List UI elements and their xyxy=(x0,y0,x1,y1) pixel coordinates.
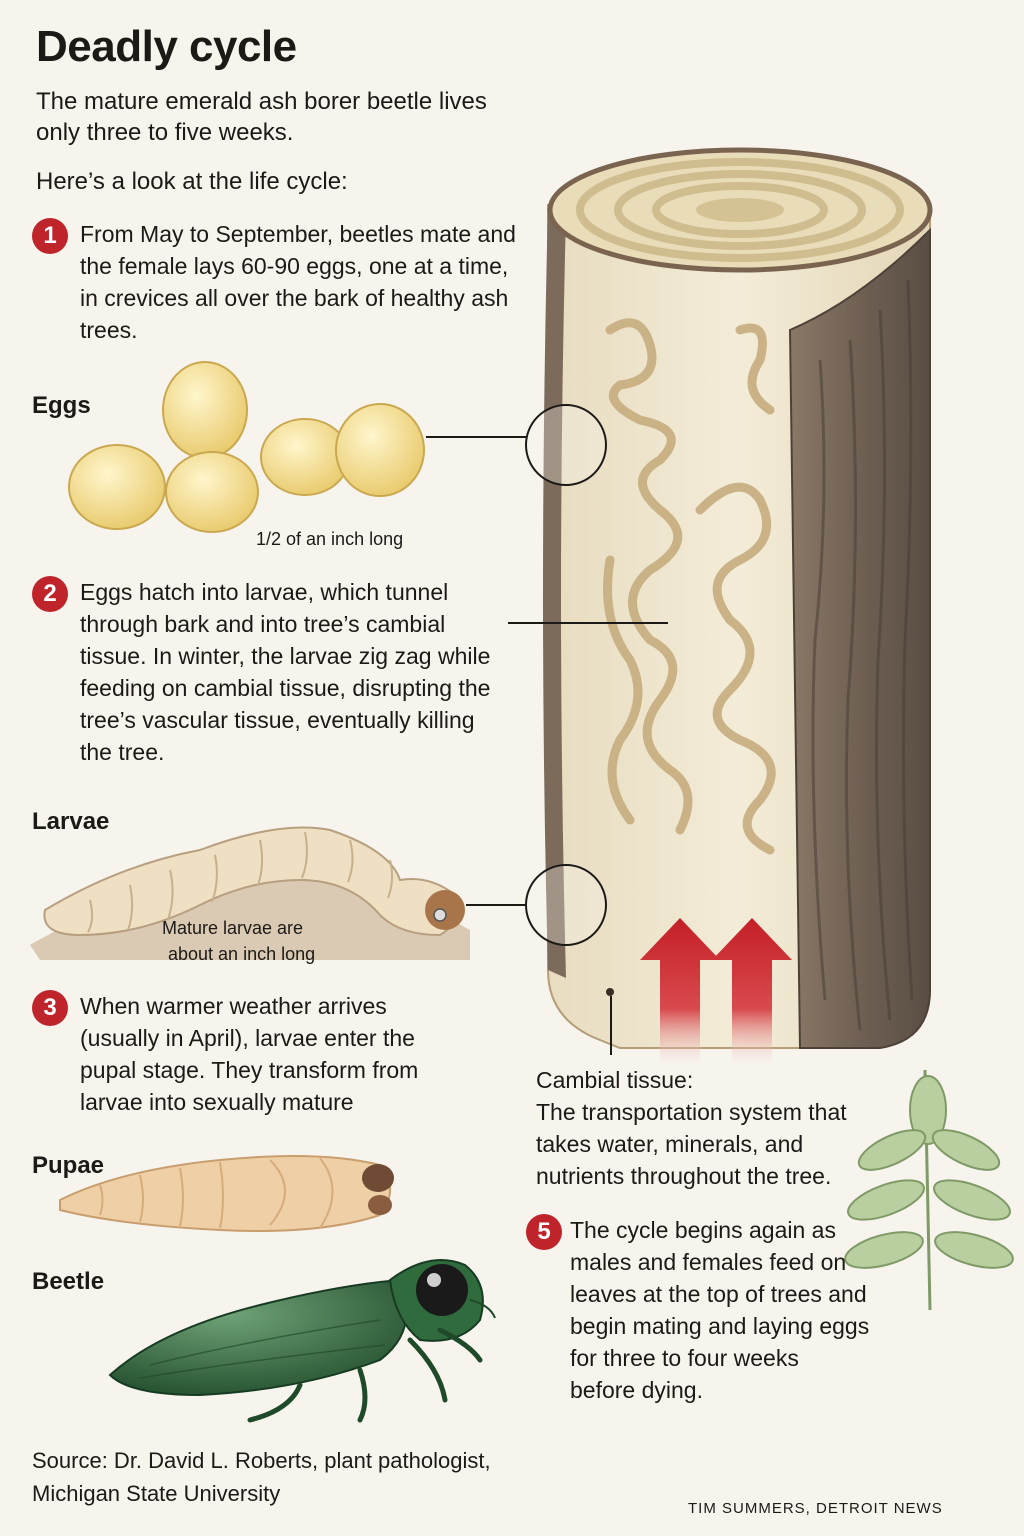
larva-illustration xyxy=(30,826,470,960)
step-3-text: When warmer weather arrives (usually in … xyxy=(80,993,419,1115)
step-3-number: 3 xyxy=(32,990,68,1026)
step-3: 3 When warmer weather arrives (usually i… xyxy=(32,990,470,1118)
cambial-heading: Cambial tissue: xyxy=(536,1067,694,1093)
pupae-label: Pupae xyxy=(32,1152,105,1179)
step-5: 5 The cycle begins again as males and fe… xyxy=(526,1214,870,1406)
source-line-2: Michigan State University xyxy=(32,1481,281,1506)
larvae-size-note-2: about an inch long xyxy=(168,944,316,964)
lead-text: Here’s a look at the life cycle: xyxy=(36,168,348,195)
source-line-1: Source: Dr. David L. Roberts, plant path… xyxy=(32,1448,491,1473)
ash-leaf-illustration xyxy=(844,1069,1014,1311)
beetle-illustration xyxy=(108,1259,496,1423)
source-note: Source: Dr. David L. Roberts, plant path… xyxy=(32,1444,491,1510)
cambial-body: The transportation system that takes wat… xyxy=(536,1099,847,1189)
callout-lines xyxy=(426,404,668,1055)
eggs-label: Eggs xyxy=(32,392,91,419)
eggs-illustration xyxy=(68,361,425,533)
step-2: 2 Eggs hatch into larvae, which tunnel t… xyxy=(32,576,510,768)
larvae-label: Larvae xyxy=(32,808,110,835)
page-title: Deadly cycle xyxy=(36,22,297,71)
credit-line: TIM SUMMERS, DETROIT NEWS xyxy=(688,1500,943,1517)
step-1-text: From May to September, beetles mate and … xyxy=(80,221,516,343)
larvae-size-note-1: Mature larvae are xyxy=(162,918,304,938)
step-2-number: 2 xyxy=(32,576,68,612)
step-1: 1 From May to September, beetles mate an… xyxy=(32,218,530,346)
eggs-size-note: 1/2 of an inch long xyxy=(256,529,404,549)
step-1-number: 1 xyxy=(32,218,68,254)
flow-arrows xyxy=(640,918,792,1070)
pupa-illustration xyxy=(59,1155,394,1232)
intro-text: The mature emerald ash borer beetle live… xyxy=(36,88,487,146)
cambial-callout: Cambial tissue: The transportation syste… xyxy=(536,1064,876,1192)
step-2-text: Eggs hatch into larvae, which tunnel thr… xyxy=(80,579,491,765)
ash-log xyxy=(543,147,933,1049)
step-5-text: The cycle begins again as males and fema… xyxy=(570,1217,870,1403)
step-5-number: 5 xyxy=(526,1214,562,1250)
beetle-label: Beetle xyxy=(32,1268,105,1295)
